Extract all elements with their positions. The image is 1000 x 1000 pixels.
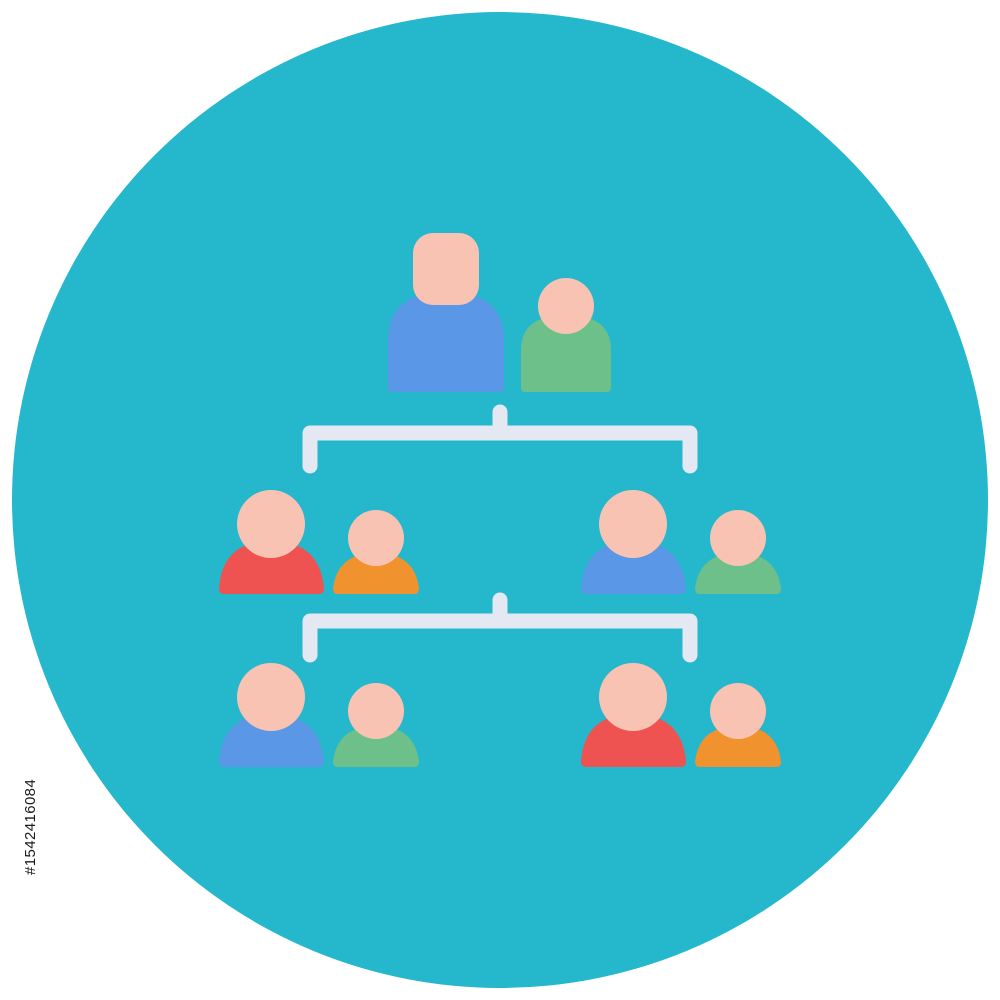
person-body [333,726,419,767]
mid-right-person-large [581,490,686,594]
person-body [219,714,324,767]
person-body [388,292,504,392]
top-person-small [521,278,611,392]
mid-right-person-small [695,510,781,594]
person-head [599,490,667,558]
bottom-right-person-small [695,683,781,767]
person-body [521,315,611,392]
mid-left-person-large [219,490,324,594]
top-person-large [388,233,504,392]
person-body [581,541,686,594]
person-head [348,510,404,566]
connector-bottom [302,592,698,663]
bottom-left-person-small [333,683,419,767]
person-head [710,683,766,739]
person-head [599,663,667,731]
person-body [695,726,781,767]
person-body [581,714,686,767]
bottom-left-person-large [219,663,324,767]
person-head [538,278,594,334]
mid-left-person-small [333,510,419,594]
person-head [237,663,305,731]
connector-top [302,404,698,474]
person-body [333,553,419,594]
person-head [348,683,404,739]
person-head [237,490,305,558]
person-body [695,553,781,594]
person-head [413,233,479,305]
person-head [710,510,766,566]
bottom-right-person-large [581,663,686,767]
stock-image-id: #1542416084 [22,778,39,875]
background-circle [12,12,988,988]
person-body [219,541,324,594]
